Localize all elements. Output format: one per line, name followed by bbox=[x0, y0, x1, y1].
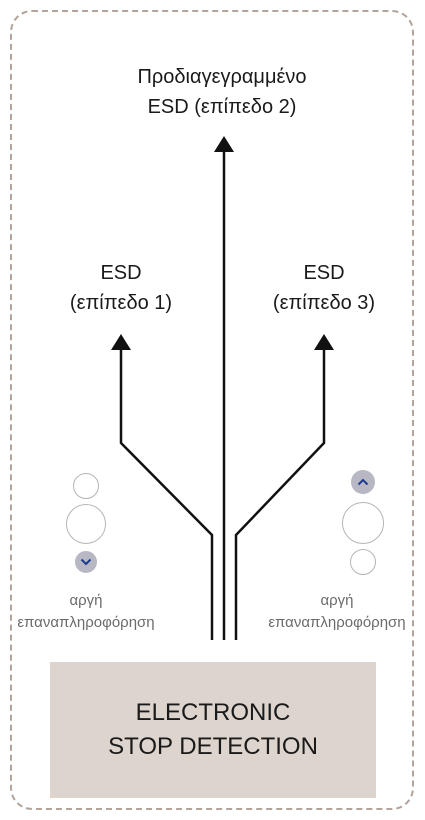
left-arrowhead bbox=[111, 334, 131, 350]
left-arrow-line bbox=[119, 348, 214, 640]
right-arrow-line bbox=[234, 348, 326, 640]
left-indicator bbox=[75, 551, 97, 573]
right-indicator bbox=[351, 470, 375, 494]
left-note-line2: επαναπληροφόρηση bbox=[17, 614, 155, 631]
left-note-line1: αργή bbox=[69, 592, 103, 609]
right-label-line2: (επίπεδο 3) bbox=[272, 292, 376, 314]
left-label-line1: ESD bbox=[100, 262, 142, 284]
box-line2: STOP DETECTION bbox=[108, 733, 318, 760]
right-note: αργή επαναπληροφόρηση bbox=[251, 590, 423, 634]
left-small-circle bbox=[73, 473, 99, 499]
right-large-circle bbox=[342, 502, 384, 544]
right-note-line1: αργή bbox=[320, 592, 354, 609]
top-label-line1: Προδιαγεγραμμένο bbox=[137, 66, 307, 88]
top-label: Προδιαγεγραμμένο ESD (επίπεδο 2) bbox=[92, 62, 352, 122]
chevron-up-icon bbox=[357, 478, 369, 486]
electronic-stop-detection-box: ELECTRONIC STOP DETECTION bbox=[50, 662, 376, 798]
left-label-line2: (επίπεδο 1) bbox=[69, 292, 173, 314]
top-label-line2: ESD (επίπεδο 2) bbox=[147, 96, 297, 118]
right-label: ESD (επίπεδο 3) bbox=[254, 258, 394, 318]
chevron-down-icon bbox=[80, 558, 92, 566]
right-label-line1: ESD bbox=[303, 262, 345, 284]
diagram-frame bbox=[10, 10, 414, 810]
left-note: αργή επαναπληροφόρηση bbox=[0, 590, 172, 634]
right-arrowhead bbox=[314, 334, 334, 350]
right-note-line2: επαναπληροφόρηση bbox=[268, 614, 406, 631]
box-line1: ELECTRONIC bbox=[135, 699, 291, 726]
left-large-circle bbox=[66, 504, 106, 544]
center-arrowhead bbox=[214, 136, 234, 152]
left-label: ESD (επίπεδο 1) bbox=[51, 258, 191, 318]
right-small-circle bbox=[350, 549, 376, 575]
